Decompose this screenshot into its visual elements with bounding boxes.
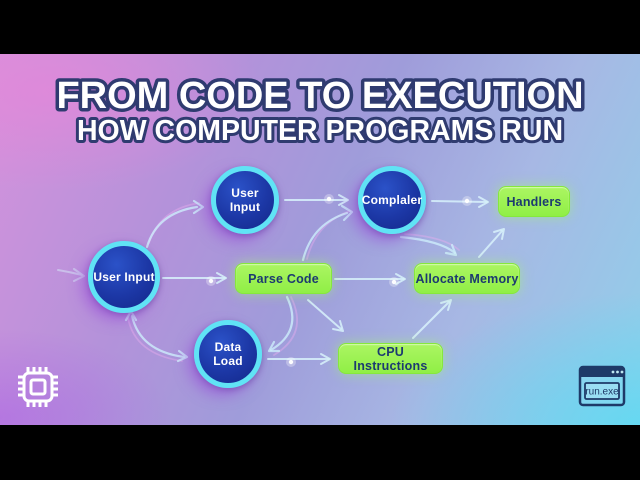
window-title-text: run.exe [585,387,619,398]
node-compiler: Complaler [358,166,426,234]
program-window-icon: run.exe [578,365,626,407]
node-user-input-main: User Input [88,241,160,313]
node-label: User Input [93,270,155,284]
node-allocate-memory: Allocate Memory [414,263,520,294]
letterbox-top [0,0,640,54]
node-label: Parse Code [248,271,319,286]
node-label: User Input [229,186,261,214]
window-dots-icon [611,370,624,374]
node-label: CPU Instructions [353,344,428,373]
node-parse-code: Parse Code [235,263,332,294]
node-data-load: Data Load [194,320,262,388]
letterbox-bottom [0,425,640,480]
cpu-chip-icon [18,367,58,407]
node-label: Complaler [361,193,423,207]
node-user-input-top: User Input [211,166,279,234]
thumbnail-background [0,54,640,425]
node-label: Allocate Memory [415,271,519,286]
node-label: Handlers [506,194,562,209]
node-handlers: Handlers [498,186,570,217]
node-label: Data Load [213,340,243,368]
node-cpu-instructions: CPU Instructions [338,343,443,374]
